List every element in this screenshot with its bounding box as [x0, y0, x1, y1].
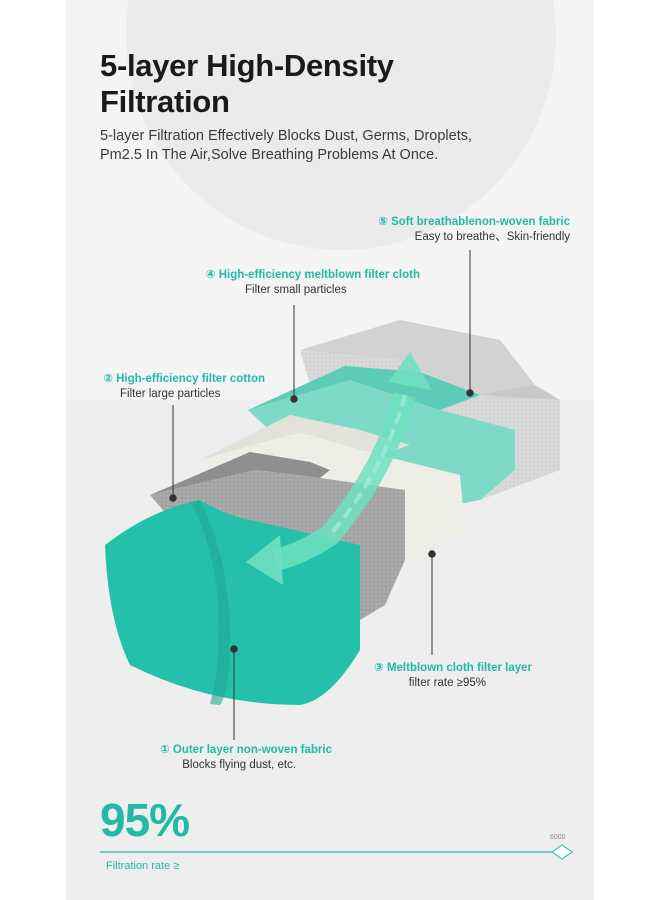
subtitle-line-1: 5-layer Filtration Effectively Blocks Du… — [100, 128, 473, 144]
filtration-percent: 95% — [100, 794, 190, 846]
label-layer-1: ① Outer layer non-woven fabric Blocks fl… — [120, 743, 332, 773]
layer-1-name: ① Outer layer non-woven fabric — [159, 744, 332, 756]
title-line-1: 5-layer High-Density — [100, 48, 394, 83]
layer-3-desc: filter rate ≥95% — [408, 677, 486, 689]
leader-lines — [169, 250, 474, 740]
airflow-arrow — [246, 352, 432, 585]
layer-5-desc: Easy to breathe、Skin-friendly — [414, 231, 570, 243]
label-layer-2: ② High-efficiency filter cotton Filter l… — [60, 372, 265, 402]
layer-4-desc: Filter small particles — [245, 284, 347, 296]
layer-2-name: ② High-efficiency filter cotton — [103, 373, 265, 385]
subtitle-line-2: Pm2.5 In The Air,Solve Breathing Problem… — [100, 147, 439, 163]
layer-3-name: ③ Meltblown cloth filter layer — [374, 662, 532, 674]
layer-4-name: ④ High-efficiency meltblown filter cloth — [205, 269, 420, 281]
label-layer-5: ⑤ Soft breathablenon-woven fabric Easy t… — [330, 215, 570, 245]
filtration-rate-line — [100, 844, 573, 860]
layer-2-desc: Filter large particles — [120, 388, 221, 400]
page-title: 5-layer High-Density Filtration — [100, 48, 520, 120]
label-layer-4: ④ High-efficiency meltblown filter cloth… — [160, 268, 420, 298]
layer-1-desc: Blocks flying dust, etc. — [182, 759, 296, 771]
page-subtitle: 5-layer Filtration Effectively Blocks Du… — [100, 127, 540, 165]
scale-label: 6000 — [550, 834, 566, 841]
title-line-2: Filtration — [100, 84, 230, 119]
filtration-rate-label: Filtration rate ≥ — [106, 860, 180, 872]
label-layer-3: ③ Meltblown cloth filter layer filter ra… — [330, 661, 532, 691]
layer-5-name: ⑤ Soft breathablenon-woven fabric — [378, 216, 570, 228]
